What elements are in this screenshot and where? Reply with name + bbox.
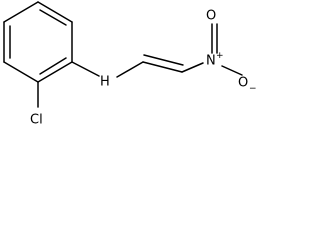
vinyl-double-bond-outer: [142, 61, 183, 73]
nitro-nitrogen-charge: +: [216, 51, 224, 61]
nitro-o-lower-bond: [221, 65, 243, 76]
ring-bond-1: [37, 1, 73, 23]
nitro-nitrogen-label: N: [206, 54, 216, 69]
ring-bond-6: [3, 1, 39, 23]
ring-inner-bond-2: [39, 57, 67, 75]
n-to-vinyl-bond: [116, 61, 144, 78]
nitro-oxygen-lower-label: O: [238, 76, 248, 91]
ring-bond-3: [37, 61, 73, 83]
nitro-oxygen-charge: −: [249, 84, 257, 94]
ring-inner-bond-1: [39, 9, 67, 26]
vinyl-to-nitro-bond: [181, 62, 204, 73]
chlorine-atom-label: Cl: [30, 113, 43, 128]
vinyl-double-bond-inner: [143, 54, 184, 66]
ring-to-n-bond: [71, 61, 100, 77]
ring-bond-4: [3, 61, 39, 83]
amine-hydrogen-label: H: [100, 75, 110, 90]
nitro-oxygen-upper-label: O: [206, 9, 216, 24]
benzene-ring: [3, 1, 73, 83]
molecule-diagram: Cl H N + O O −: [3, 1, 257, 128]
